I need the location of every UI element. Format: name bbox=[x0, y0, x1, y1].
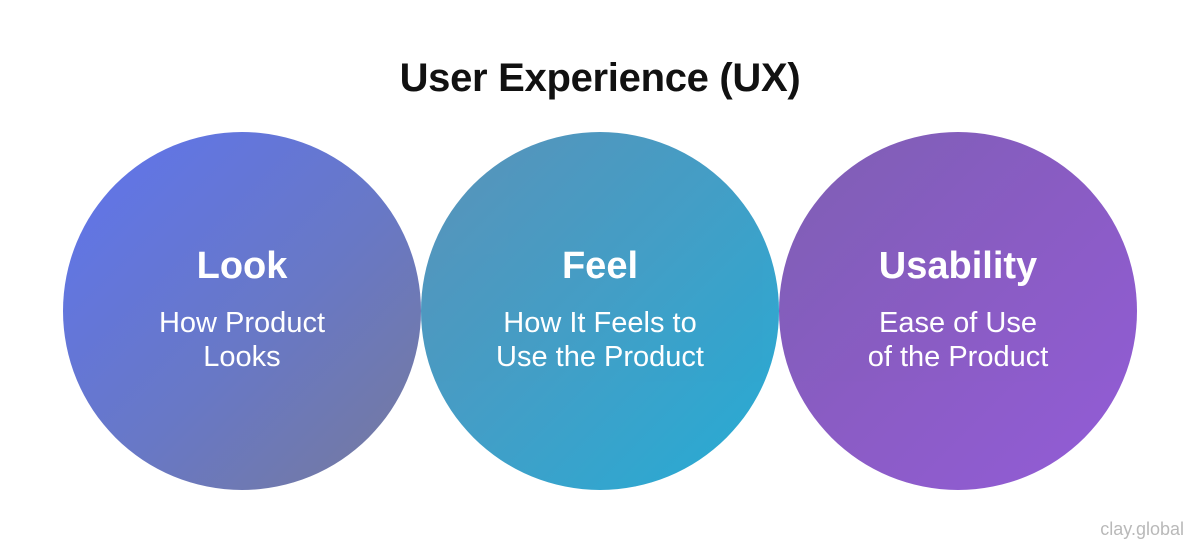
usability-description-line1: Ease of Use bbox=[879, 307, 1037, 339]
usability-heading: Usability bbox=[878, 245, 1038, 287]
diagram-title: User Experience (UX) bbox=[399, 56, 801, 100]
look-description-line1: How Product bbox=[158, 307, 325, 339]
feel-description-line1: How It Feels to bbox=[503, 307, 697, 339]
usability-circle: Usability Ease of Use of the Product bbox=[779, 132, 1137, 490]
usability-description: Ease of Use of the Product bbox=[813, 306, 1103, 374]
feel-description: How It Feels to Use the Product bbox=[455, 306, 745, 374]
look-description: How Product Looks bbox=[97, 306, 387, 374]
feel-circle: Feel How It Feels to Use the Product bbox=[421, 132, 779, 490]
usability-description-line2: of the Product bbox=[867, 341, 1049, 373]
watermark: clay.global bbox=[1100, 519, 1184, 539]
look-heading: Look bbox=[196, 245, 288, 287]
look-circle: Look How Product Looks bbox=[63, 132, 421, 490]
look-description-line2: Looks bbox=[203, 341, 281, 373]
feel-description-line2: Use the Product bbox=[496, 341, 704, 373]
feel-heading: Feel bbox=[561, 245, 639, 287]
